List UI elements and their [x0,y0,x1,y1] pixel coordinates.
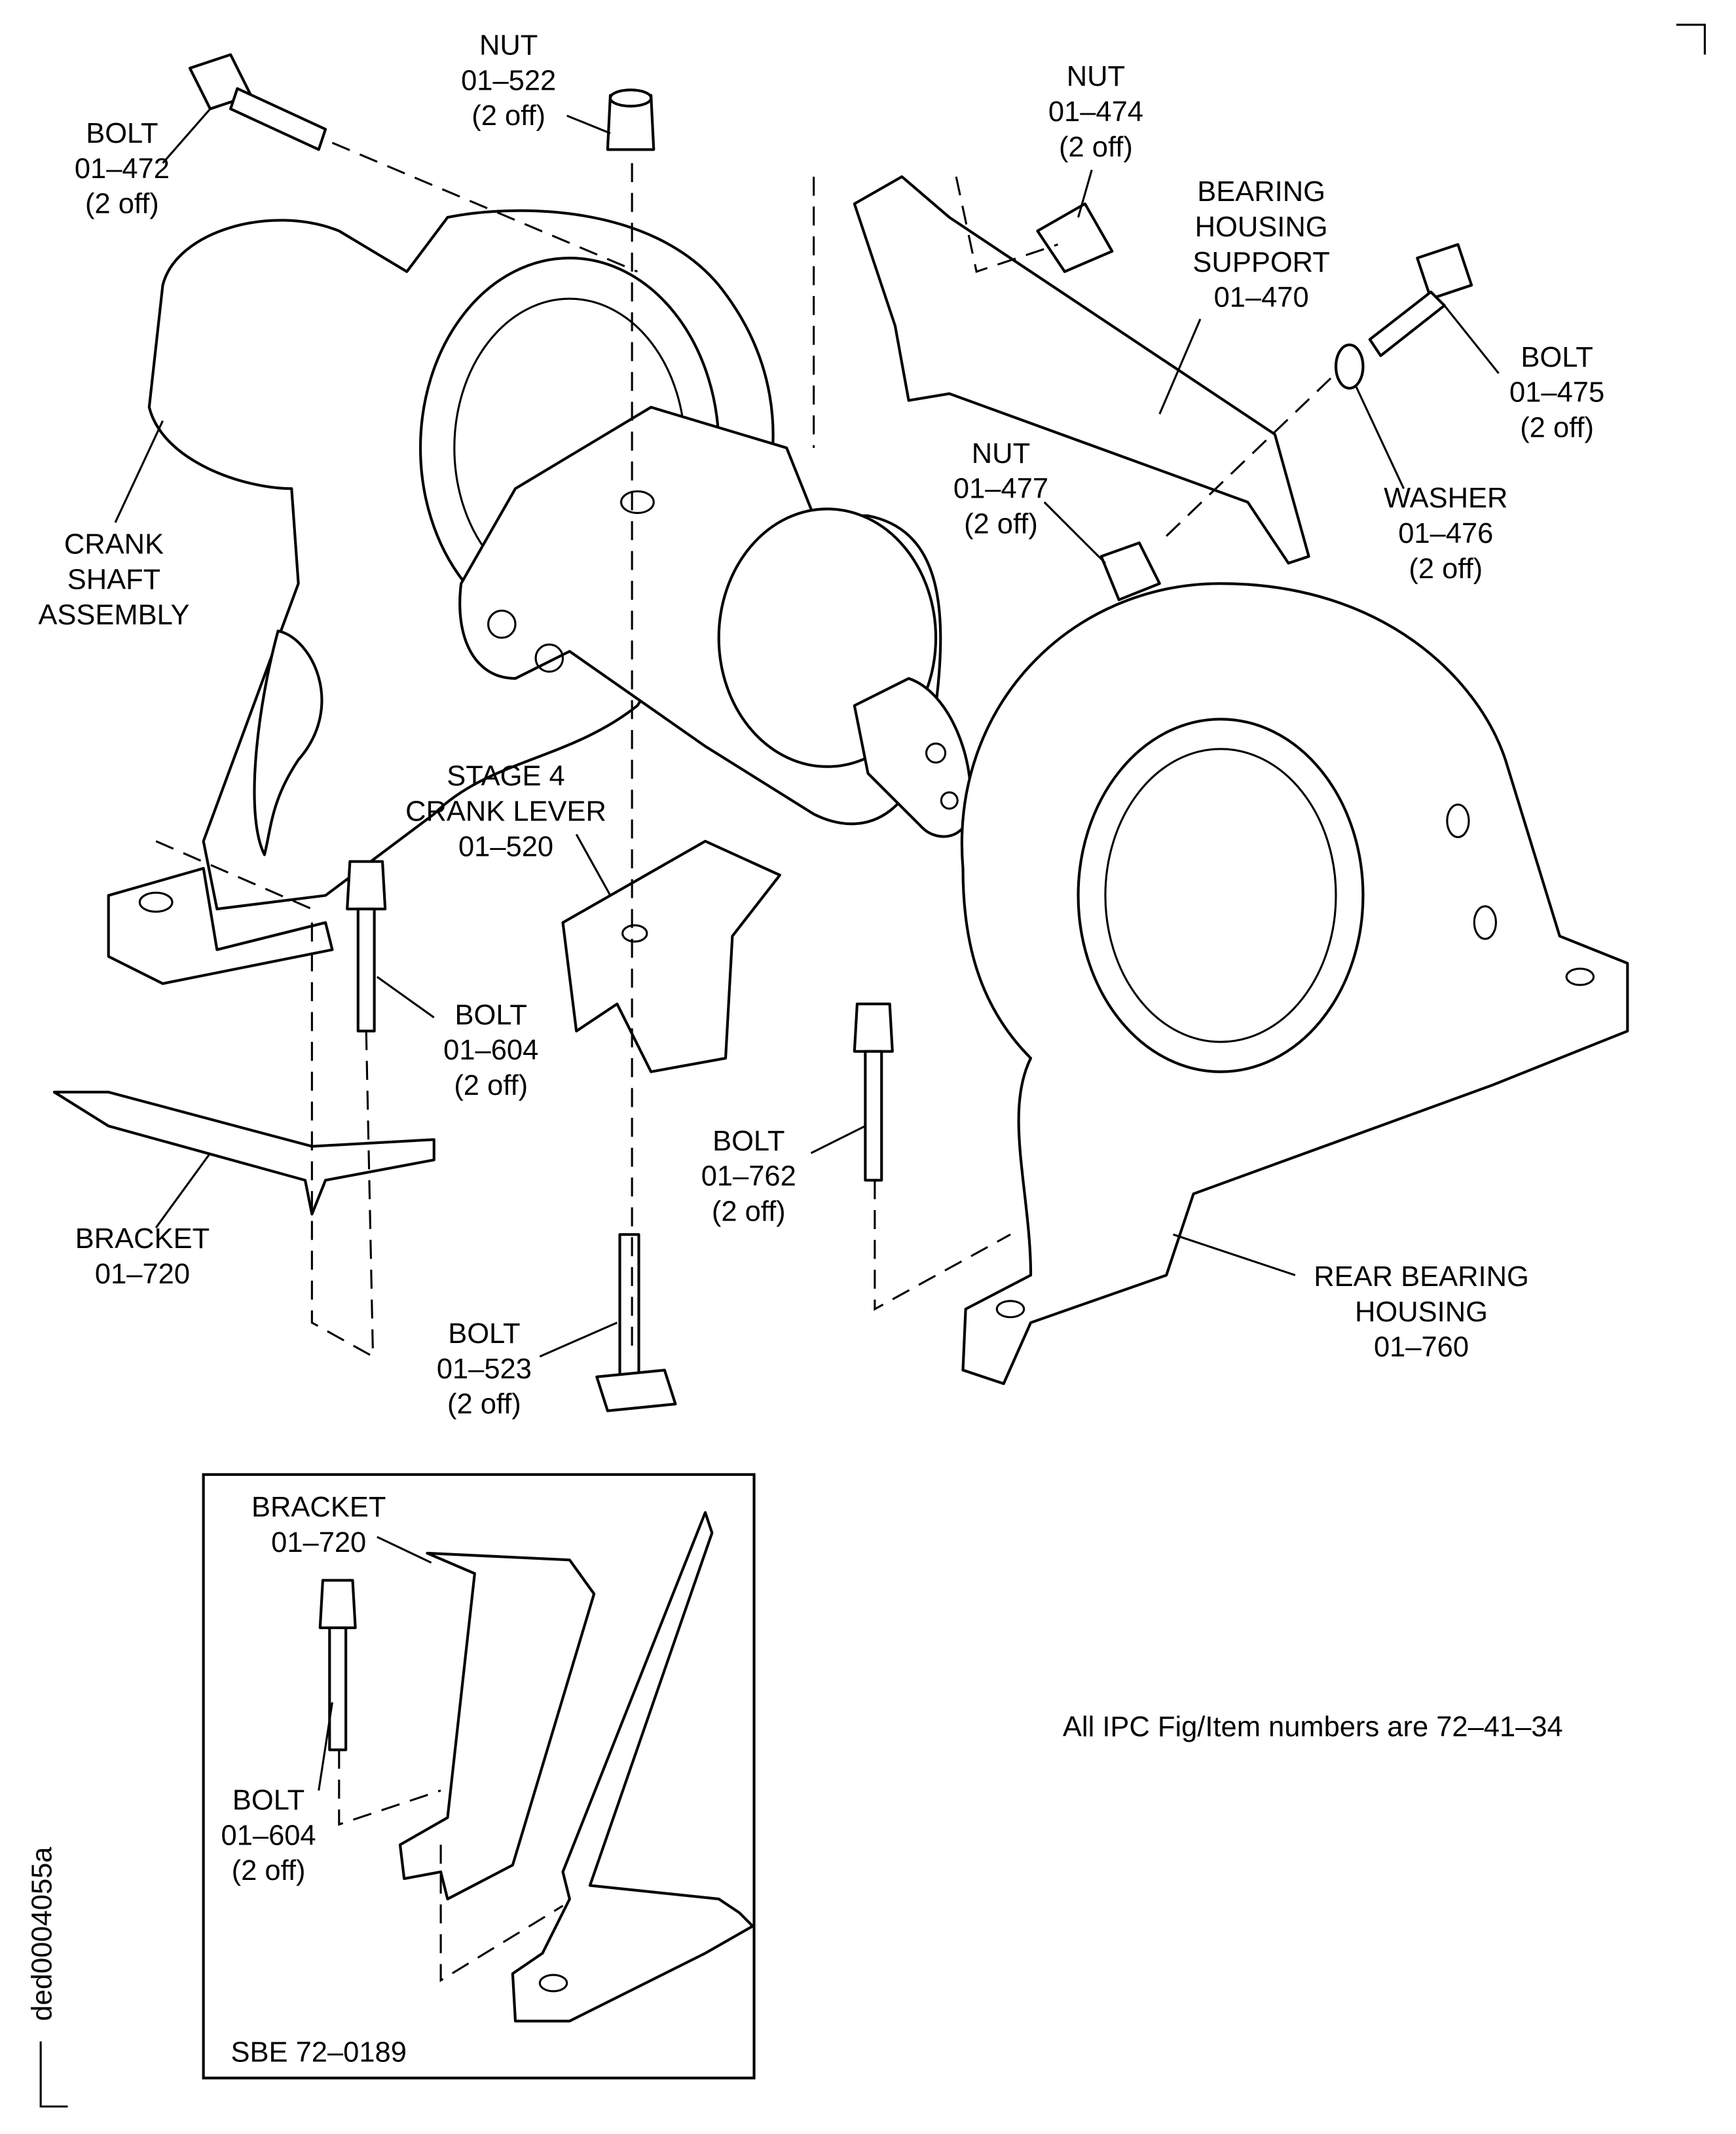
rear-bearing-housing-drawing [960,582,1629,1386]
callout-nut-477: (2 off) [964,509,1038,540]
callout-bracket-720: BRACKET [75,1223,210,1255]
bolt-01-604-drawing [346,860,387,1033]
callout-bolt-604: 01–604 [443,1035,538,1066]
assembly-center-lines [155,141,1337,1358]
callout-inset-bolt-604: 01–604 [221,1820,316,1851]
callout-crankshaft: CRANK [64,529,164,561]
callout-support-470: 01–470 [1214,282,1309,314]
callout-bolt-475: (2 off) [1520,412,1594,443]
callout-bolt-472: (2 off) [85,189,159,220]
callout-bolt-762: BOLT [712,1126,785,1157]
leader-lines [114,108,1500,1358]
callout-bolt-604: BOLT [455,999,527,1031]
callout-lever-520: CRANK LEVER [405,796,606,828]
callout-nut-522: (2 off) [471,100,545,132]
callout-crankshaft: SHAFT [67,564,161,595]
callout-support-470: SUPPORT [1192,247,1329,278]
inset-title: SBE 72–0189 [231,2037,407,2069]
bearing-housing-support-drawing [853,175,1310,565]
callout-bolt-762: (2 off) [712,1196,786,1228]
corner-mark [1676,24,1706,55]
callout-support-470: BEARING [1197,176,1325,208]
callout-housing-760: REAR BEARING [1314,1261,1529,1293]
callout-nut-477: 01–477 [953,473,1048,505]
callout-nut-474: (2 off) [1059,132,1133,163]
bolt-01-523-drawing [595,1233,677,1412]
callout-bolt-472: 01–472 [75,153,170,185]
callout-lever-520: STAGE 4 [447,761,564,792]
callout-nut-522: 01–522 [461,65,556,96]
callout-lever-520: 01–520 [458,831,553,862]
callout-washer-476: (2 off) [1409,553,1483,585]
callout-bolt-523: (2 off) [447,1389,521,1420]
callout-housing-760: 01–760 [1374,1332,1469,1363]
bolt-01-762-drawing [853,1003,894,1182]
callout-bolt-475: BOLT [1521,342,1593,373]
callout-bolt-475: 01–475 [1509,377,1604,409]
callout-bolt-523: BOLT [448,1318,520,1350]
callout-housing-760: HOUSING [1355,1297,1488,1328]
callout-inset-bracket-720: BRACKET [251,1492,386,1523]
nut-01-477-drawing [1099,541,1161,602]
callout-bolt-762: 01–762 [701,1161,796,1192]
bracket-01-720-drawing [52,1090,435,1216]
callout-nut-474: NUT [1067,61,1125,92]
washer-01-476-drawing [1334,343,1365,390]
callout-nut-522: NUT [479,29,538,61]
bolt-01-475-drawing [1368,243,1473,358]
callout-bracket-720: 01–720 [95,1259,190,1290]
callout-bolt-472: BOLT [86,118,158,149]
callout-bolt-523: 01–523 [437,1353,532,1385]
crankshaft-assembly-drawing [107,209,972,985]
inset-sbe-72-0189 [202,1473,756,2080]
drawing-id: ded0004055a [27,1847,58,2021]
ipc-note: All IPC Fig/Item numbers are 72–41–34 [1063,1712,1563,1743]
callout-crankshaft: ASSEMBLY [38,599,189,631]
bolt-01-472-drawing [188,53,327,151]
callout-washer-476: 01–476 [1398,518,1493,549]
callout-inset-bolt-604: (2 off) [232,1855,306,1886]
stage-4-crank-lever-drawing [561,839,781,1073]
nut-01-522-drawing [606,88,656,151]
callout-washer-476: WASHER [1384,483,1507,514]
callout-inset-bracket-720: 01–720 [271,1527,366,1558]
drawing-id-corner-mark [39,2041,68,2108]
callout-nut-474: 01–474 [1048,96,1143,128]
nut-01-474-drawing [1036,202,1114,273]
callout-nut-477: NUT [972,438,1030,469]
callout-support-470: HOUSING [1195,212,1328,243]
callout-inset-bolt-604: BOLT [232,1784,305,1816]
callout-bolt-604: (2 off) [454,1070,528,1101]
